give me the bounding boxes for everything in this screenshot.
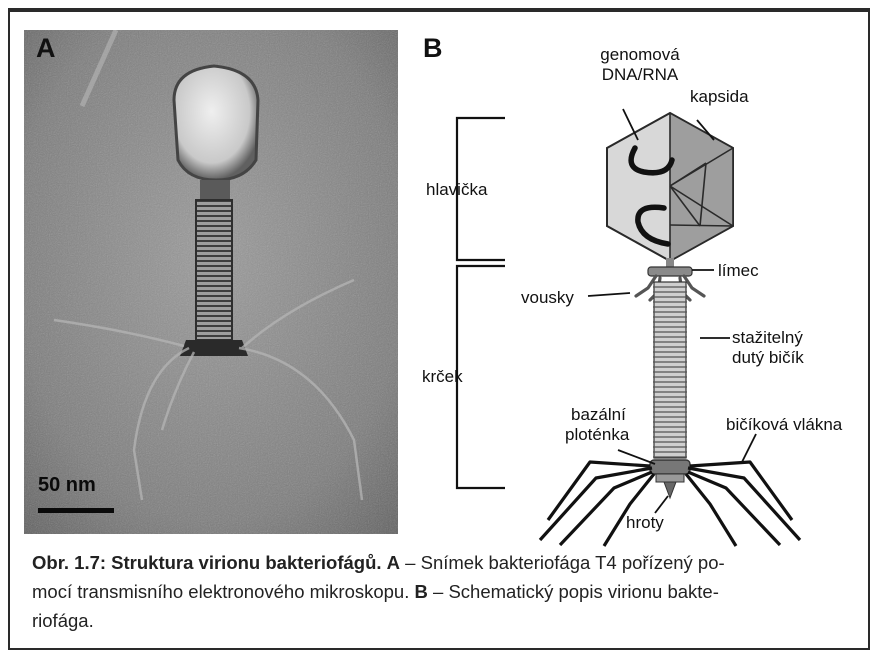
micrograph-image	[24, 30, 398, 534]
neck-label: krček	[422, 367, 463, 386]
caption-a-text: – Snímek bakteriofága T4 pořízený po-	[400, 552, 725, 573]
genome-label-line2: DNA/RNA	[602, 65, 679, 84]
collar	[648, 258, 692, 276]
spikes-pointer	[655, 496, 668, 513]
capsid	[607, 113, 733, 261]
caption-line-2: mocí transmisního elektronového mikrosko…	[32, 577, 864, 606]
genome-label-line1: genomová	[600, 45, 680, 64]
baseplate-label-line2: ploténka	[565, 425, 630, 444]
caption-b-letter: B	[415, 581, 428, 602]
figure-caption: Obr. 1.7: Struktura virionu bakteriofágů…	[32, 548, 864, 635]
caption-line-3: riofága.	[32, 606, 864, 635]
collar-label: límec	[718, 261, 759, 280]
whiskers-pointer	[588, 293, 630, 296]
baseplate-pointer	[618, 450, 655, 464]
spikes-label: hroty	[626, 513, 664, 532]
tem-micrograph	[24, 30, 398, 534]
caption-line-1: Obr. 1.7: Struktura virionu bakteriofágů…	[32, 548, 864, 577]
caption-a-letter: A	[387, 552, 400, 573]
baseplate-label-line1: bazální	[571, 405, 626, 424]
tail-fibers-label: bičíková vlákna	[726, 415, 843, 434]
neck-bracket	[457, 266, 505, 488]
scalebar-label: 50 nm	[38, 474, 96, 497]
top-rule	[8, 8, 870, 12]
sheath-label-line2: dutý bičík	[732, 348, 804, 367]
bracket-lines	[457, 118, 505, 488]
caption-b-text: – Schematický popis virionu bakte-	[428, 581, 719, 602]
spikes	[664, 482, 676, 498]
caption-figure-label: Obr. 1.7: Struktura virionu bakteriofágů…	[32, 552, 382, 573]
whiskers-label: vousky	[521, 288, 574, 307]
fibers-pointer	[742, 434, 756, 462]
caption-line3-text: riofága.	[32, 610, 94, 631]
tail-sheath	[653, 282, 687, 458]
panel-a-letter: A	[36, 33, 56, 64]
phage-schematic: genomová DNA/RNA kapsida hlavička límec …	[400, 30, 868, 550]
caption-line2-text: mocí transmisního elektronového mikrosko…	[32, 581, 415, 602]
sheath-label-line1: stažitelný	[732, 328, 803, 347]
head-label: hlavička	[426, 180, 488, 199]
base-plate	[650, 460, 690, 482]
capsid-label: kapsida	[690, 87, 749, 106]
